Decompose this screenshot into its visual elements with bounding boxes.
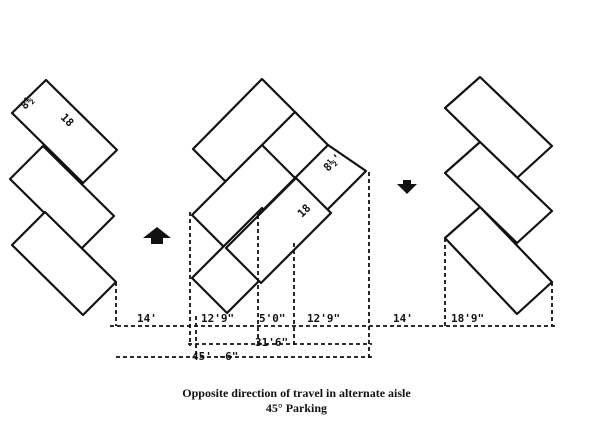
- caption-title: Opposite direction of travel in alternat…: [182, 386, 411, 400]
- dim-module-inner: 31'6": [255, 336, 288, 349]
- dim-stall-depth-right: 12'9": [307, 312, 340, 325]
- dim-overlap: 5'0": [259, 312, 286, 325]
- dim-module-total: 45' -6": [192, 350, 238, 363]
- right-stall-column: [443, 75, 554, 316]
- arrow-up-icon: [143, 227, 171, 244]
- dimension-lines: [110, 325, 556, 358]
- dim-stall-depth-left: 12'9": [201, 312, 234, 325]
- extension-lines: [115, 172, 553, 359]
- center-lower-stall-2: [224, 176, 333, 285]
- arrow-down-icon: [397, 180, 417, 194]
- dim-aisle-left: 14': [137, 312, 157, 325]
- dim-stall-depth-far: 18'9": [451, 312, 484, 325]
- caption-subtitle: 45° Parking: [265, 401, 328, 415]
- center-stall-group: [190, 77, 368, 315]
- dim-aisle-right: 14': [393, 312, 413, 325]
- left-stall-1: [10, 78, 119, 185]
- left-stall-column: [8, 78, 119, 317]
